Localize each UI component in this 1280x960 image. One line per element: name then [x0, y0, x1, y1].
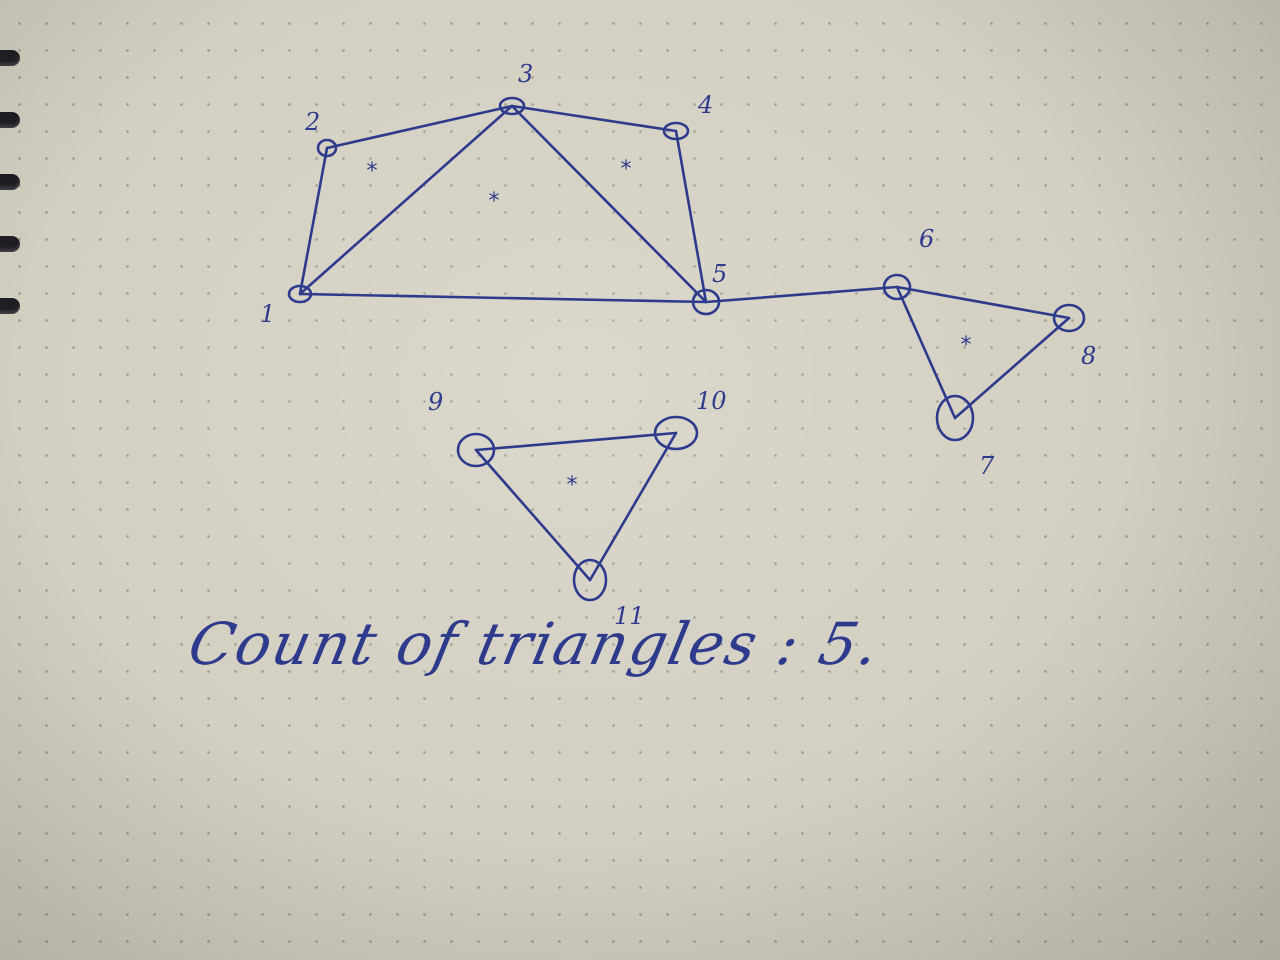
- edge-9-11: [474, 448, 592, 582]
- spiral-binding: [0, 0, 40, 960]
- node-label-9: 9: [428, 388, 443, 416]
- node-label-2: 2: [304, 108, 320, 136]
- binding-ring: [0, 236, 20, 252]
- edge-6-8: [895, 285, 1071, 320]
- node-label-3: 3: [518, 60, 533, 88]
- triangle-mark: *: [489, 189, 500, 214]
- triangle-mark: *: [621, 157, 632, 182]
- node-layer: [287, 96, 1086, 602]
- node-10: [653, 415, 699, 451]
- triangle-mark: *: [961, 333, 972, 358]
- node-4: [662, 121, 690, 141]
- edge-6-7: [895, 285, 957, 420]
- node-label-5: 5: [712, 260, 727, 288]
- edge-1-2: [298, 146, 329, 296]
- caption-text: Count of triangles : 5.: [182, 610, 887, 678]
- node-2: [316, 138, 338, 158]
- node-1: [287, 284, 313, 304]
- edge-9-10: [474, 431, 678, 452]
- node-11: [572, 558, 608, 602]
- node-9: [456, 432, 496, 468]
- node-3: [498, 96, 526, 116]
- label-layer: 1 2 3 4 5 6 7 8 9 10 11: [260, 60, 1096, 630]
- triangle-mark-layer: * * * * *: [367, 157, 972, 498]
- node-label-11: 11: [614, 602, 645, 630]
- binding-ring: [0, 112, 20, 128]
- node-8: [1052, 303, 1086, 333]
- triangle-mark: *: [567, 473, 578, 498]
- binding-ring: [0, 174, 20, 190]
- node-label-4: 4: [697, 91, 713, 119]
- node-5: [691, 288, 721, 316]
- node-7: [935, 394, 975, 442]
- edge-2-3: [325, 104, 514, 150]
- edge-3-5: [510, 104, 708, 304]
- node-label-1: 1: [260, 300, 275, 328]
- edge-7-8: [953, 316, 1071, 420]
- edge-3-4: [510, 104, 678, 133]
- edge-5-6: [704, 285, 899, 304]
- edge-layer: [298, 104, 1071, 582]
- node-label-8: 8: [1081, 342, 1096, 370]
- edge-10-11: [588, 431, 678, 582]
- binding-ring: [0, 50, 20, 66]
- binding-ring: [0, 298, 20, 314]
- node-label-7: 7: [979, 452, 995, 480]
- node-label-10: 10: [696, 387, 727, 415]
- triangle-mark: *: [367, 159, 378, 184]
- edge-4-5: [674, 129, 708, 304]
- node-label-6: 6: [919, 225, 934, 253]
- node-6: [882, 273, 912, 301]
- edge-1-3: [298, 104, 514, 296]
- edge-1-5: [298, 292, 708, 304]
